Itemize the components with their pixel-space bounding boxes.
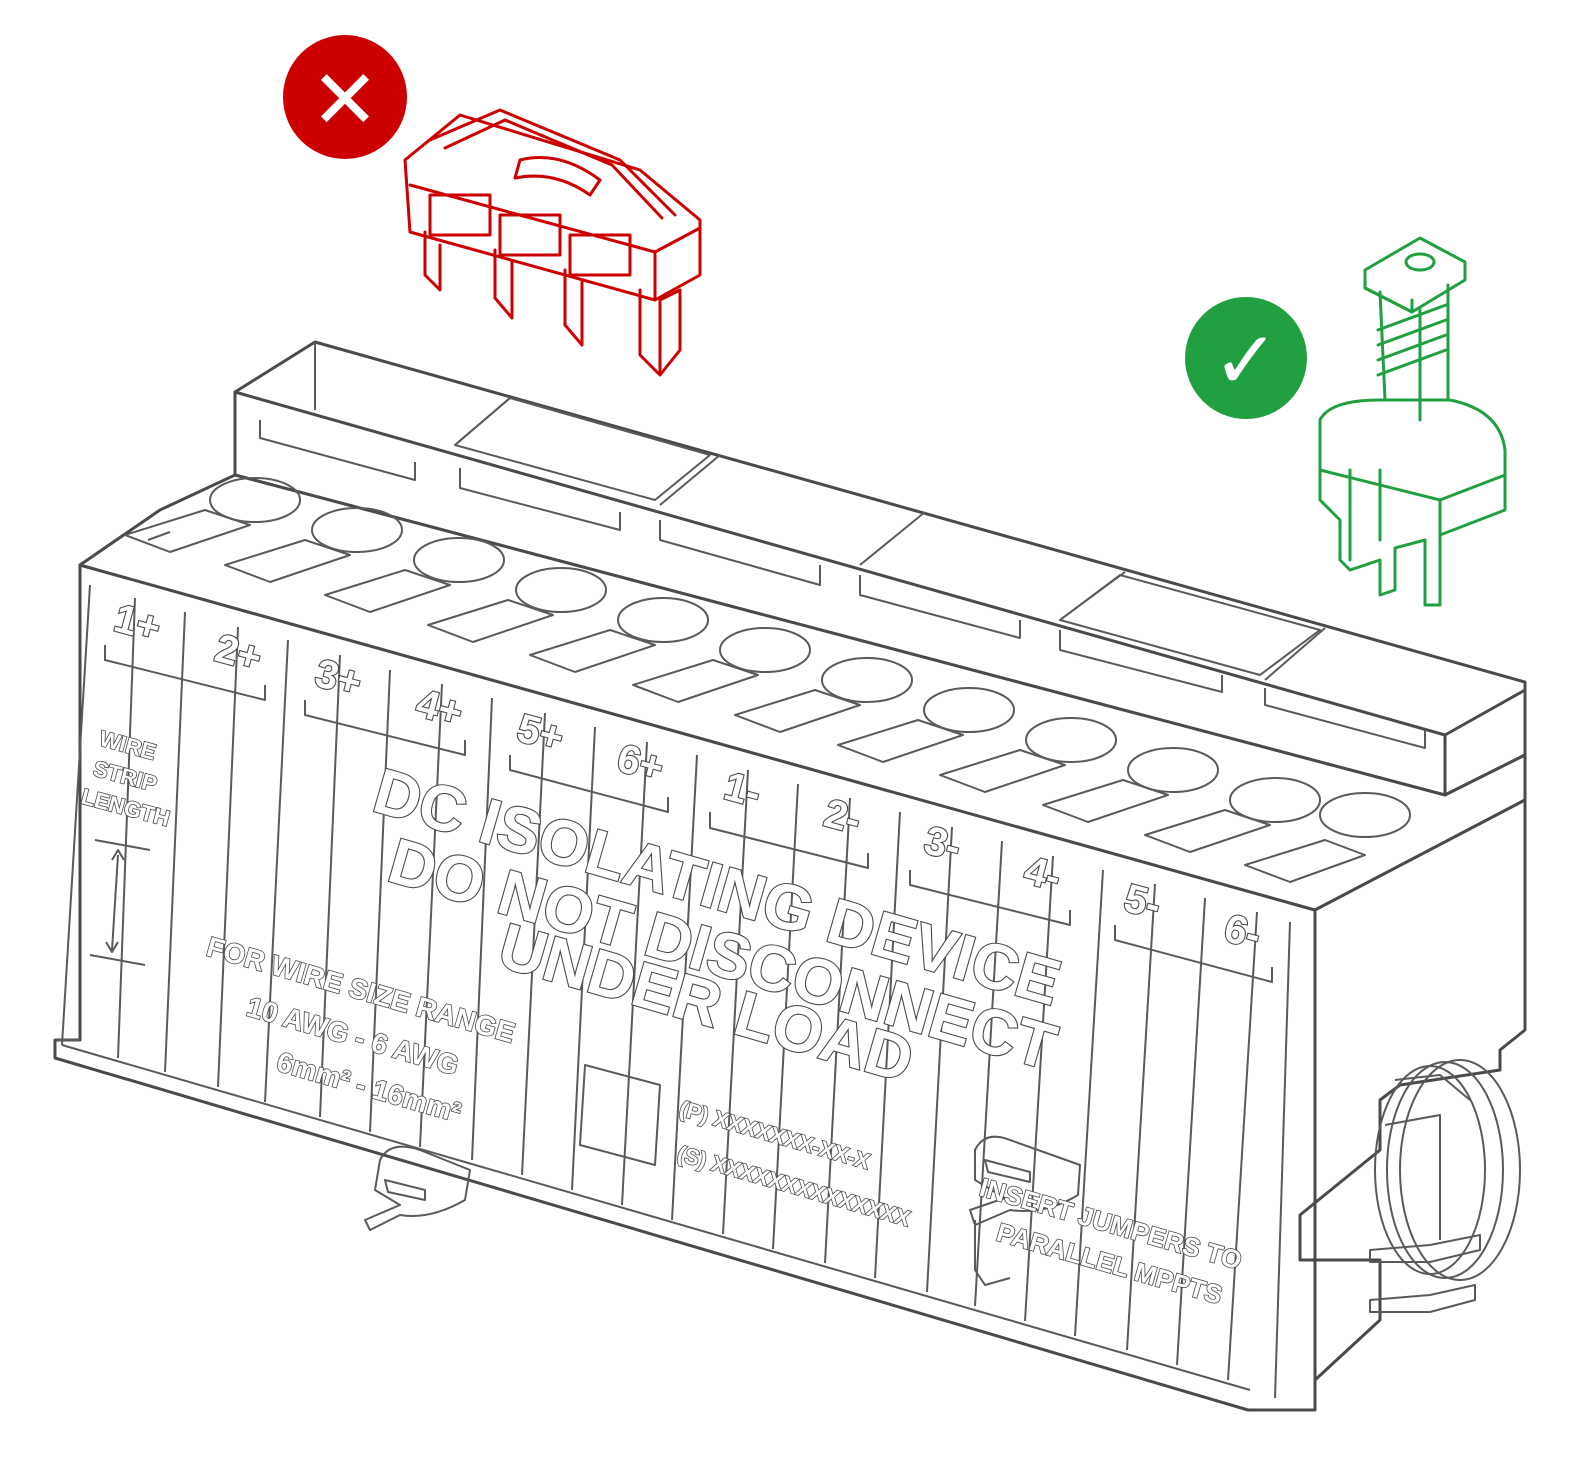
check-icon: ✓ [1212,314,1279,407]
wrong-jumper-icon [403,108,702,377]
negative-terminal-labels: 1- 2- 3- 4- 5- 6- [719,763,1267,959]
terminal-label: 5- [1120,876,1166,928]
correct-jumper-icon [1318,236,1507,607]
terminal-block [53,340,1527,1412]
right-badge: ✓ [1185,297,1307,419]
wrong-badge: ✕ [283,35,407,159]
terminal-label: 1+ [110,596,165,650]
cross-icon: ✕ [311,53,380,148]
